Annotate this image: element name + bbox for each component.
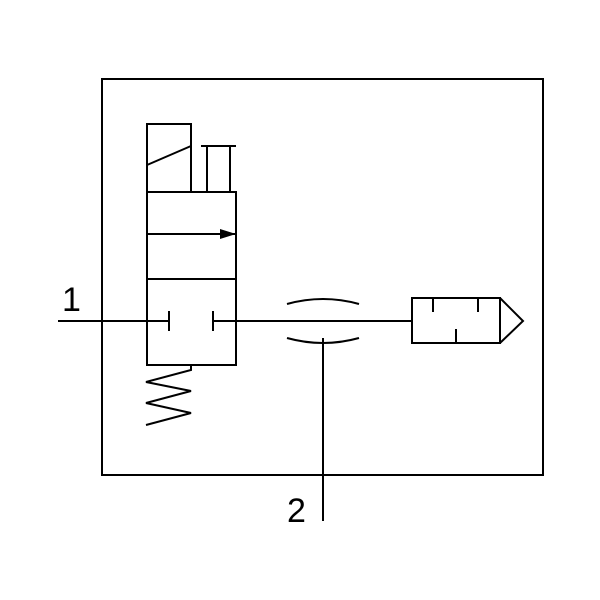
port-1-label: 1 (62, 281, 81, 319)
manual-override (201, 145, 236, 192)
return-spring (145, 365, 192, 426)
silencer (411, 297, 525, 344)
solenoid-actuator (146, 123, 192, 193)
valve-actuator-cell (146, 191, 237, 235)
two-way-valve-open-position (146, 229, 237, 280)
flow-arrow-icon (220, 229, 236, 239)
port-2-label: 2 (287, 492, 306, 530)
